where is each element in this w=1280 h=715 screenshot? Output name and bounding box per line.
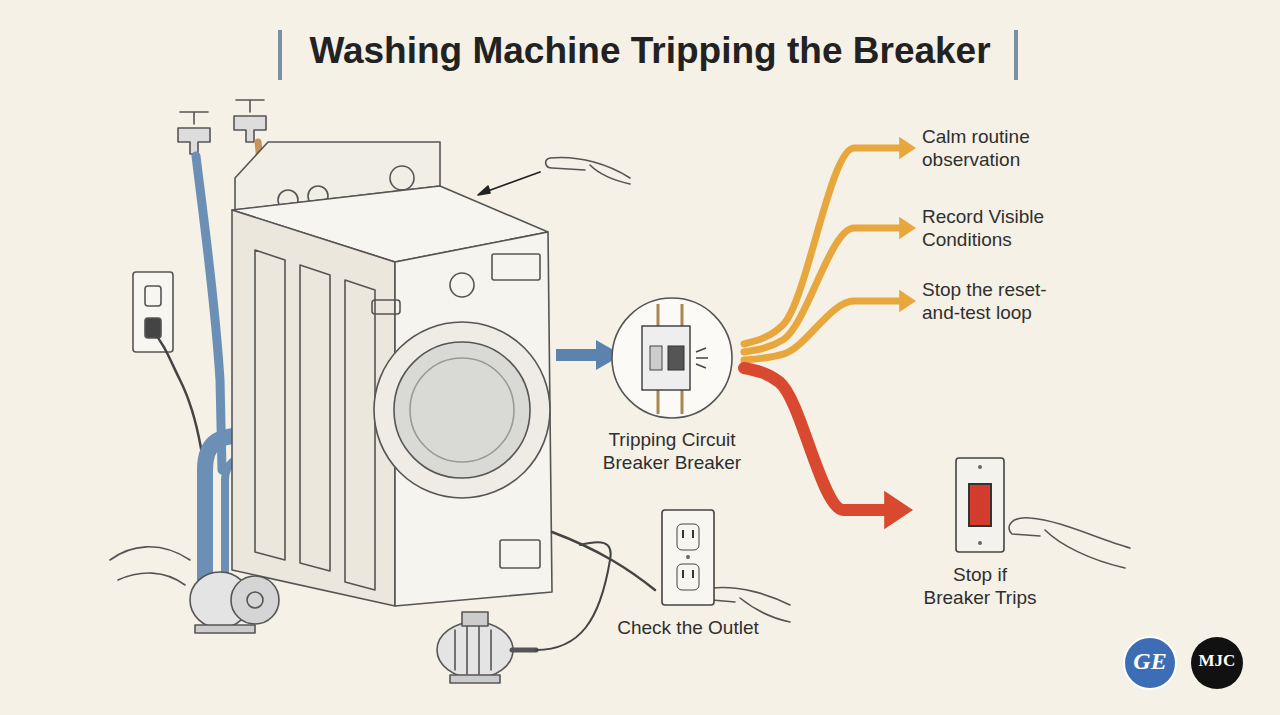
node-label: Calm routine observation	[922, 125, 1072, 171]
logo-text: GE	[1124, 648, 1176, 675]
inlet-hose	[196, 156, 222, 470]
pump-motor	[190, 572, 536, 683]
connector-line	[744, 148, 901, 344]
outlet-symbol	[598, 508, 778, 608]
flow-connector	[744, 137, 916, 344]
breaker-node: Tripping Circuit Breaker Breaker	[592, 296, 752, 474]
logo-text: MJC	[1191, 651, 1243, 671]
power-cord	[552, 532, 655, 590]
pointer-arrow	[485, 172, 540, 192]
node-label: Tripping Circuit Breaker Breaker	[592, 428, 752, 474]
hand	[706, 587, 790, 622]
node-label: Check the Outlet	[598, 616, 778, 639]
connector-line	[744, 228, 901, 352]
flow-arrow	[556, 349, 598, 361]
brand-logo	[1124, 637, 1176, 689]
flow-connector	[744, 290, 916, 360]
brand-logo	[1191, 637, 1243, 689]
diagram-title: Washing Machine Tripping the Breaker	[300, 30, 1000, 72]
hand	[1009, 518, 1130, 568]
connector-line	[744, 301, 901, 360]
switch-symbol	[919, 455, 1041, 555]
water-faucet	[178, 100, 266, 154]
washing-machine	[232, 142, 552, 606]
arrow-head	[884, 491, 913, 529]
breaker-symbol	[592, 296, 752, 420]
node-label: Stop the reset-and-test loop	[922, 278, 1072, 324]
arrow-head	[899, 290, 916, 312]
node-label: Record Visible Conditions	[922, 205, 1072, 251]
pointer-arrow	[478, 186, 490, 195]
flow-connector	[744, 217, 916, 352]
motor-cord	[536, 542, 611, 650]
arrow-head	[899, 217, 916, 239]
outlet-node: Check the Outlet	[598, 508, 778, 639]
flow-connector	[744, 368, 913, 529]
connector-line	[744, 368, 886, 510]
switch-node: Stop if Breaker Trips	[919, 455, 1041, 609]
step-text-node: Record Visible Conditions	[922, 205, 1072, 251]
title-bar	[278, 30, 282, 80]
hand	[110, 547, 190, 585]
hand	[546, 157, 630, 184]
arrow-head	[899, 137, 916, 159]
node-label: Stop if Breaker Trips	[919, 563, 1041, 609]
title-bar	[1014, 30, 1018, 80]
step-text-node: Stop the reset-and-test loop	[922, 278, 1072, 324]
step-text-node: Calm routine observation	[922, 125, 1072, 171]
